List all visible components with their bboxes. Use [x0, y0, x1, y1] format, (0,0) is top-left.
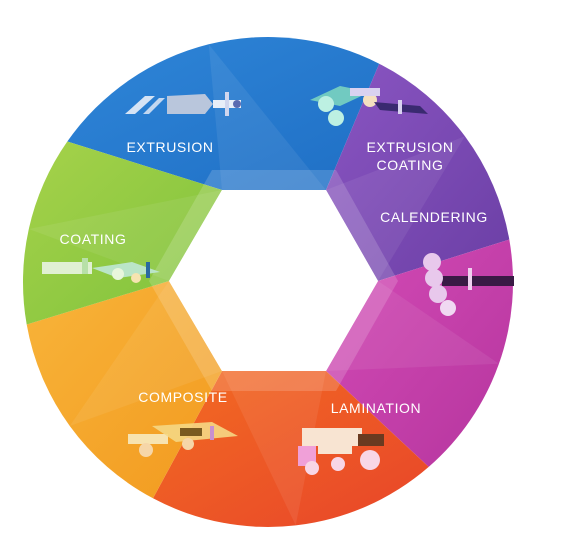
machine-icon-composite: [128, 422, 238, 457]
segment-label-line: COATING: [377, 157, 444, 173]
machine-icon-extrusion: [125, 92, 241, 116]
segment-lamination: [153, 371, 429, 527]
segment-extrusion: [67, 37, 380, 190]
machine-icon-coating: [42, 258, 160, 283]
segment-facet: [326, 281, 499, 371]
machine-icon-extrusion-coating: [310, 86, 428, 126]
segment-coating: [22, 141, 222, 325]
segment-label-extrusion: EXTRUSION: [126, 139, 213, 155]
segment-extrusion-coating: [326, 63, 510, 282]
segment-label-composite: COMPOSITE: [138, 389, 227, 405]
center-hexagon: [169, 190, 378, 371]
segment-facet: [69, 281, 222, 426]
segment-label-extrusion-coating: EXTRUSION COATING: [366, 139, 453, 173]
segment-facet: [28, 190, 222, 281]
segment-label-calendering: CALENDERING: [380, 209, 488, 225]
segment-facet: [222, 371, 326, 526]
segment-label-coating: COATING: [60, 231, 127, 247]
segment-facet: [326, 136, 465, 281]
segment-composite: [26, 281, 223, 499]
segment-label-line: COMPOSITE: [138, 389, 227, 405]
segment-label-line: CALENDERING: [380, 209, 488, 225]
segment-label-line: EXTRUSION: [366, 139, 453, 155]
segment-calendering: [326, 239, 514, 467]
machines-layer: [42, 86, 514, 475]
segment-label-line: EXTRUSION: [126, 139, 213, 155]
machine-icon-lamination: [298, 428, 384, 475]
segment-label-line: COATING: [60, 231, 127, 247]
machine-icon-calendering: [423, 253, 514, 316]
segment-label-line: LAMINATION: [331, 400, 422, 416]
segment-facet: [208, 44, 326, 190]
segment-label-lamination: LAMINATION: [331, 400, 422, 416]
labels-layer: EXTRUSION EXTRUSION COATING CALENDERING LAMI…: [60, 139, 488, 416]
